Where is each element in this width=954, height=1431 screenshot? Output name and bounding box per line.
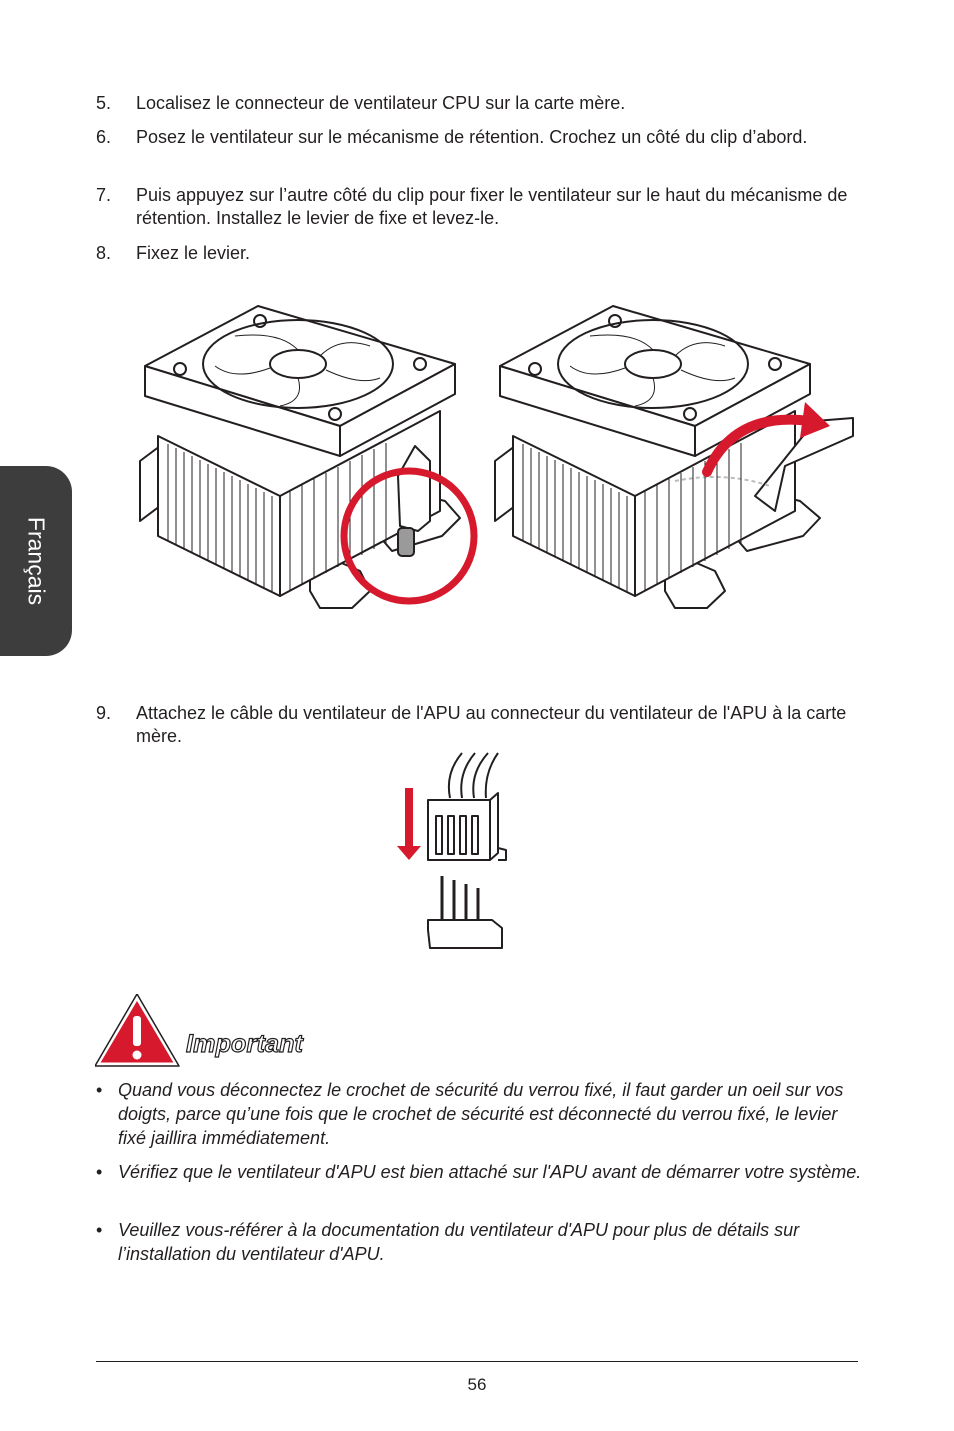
language-side-tab: Français — [0, 466, 72, 656]
important-bullet: • Quand vous déconnectez le crochet de s… — [96, 1078, 866, 1150]
step-text: Localisez le connecteur de ventilateur C… — [136, 93, 626, 113]
bullet-text: Vérifiez que le ventilateur d'APU est bi… — [118, 1162, 862, 1182]
cooler-illustration-lever-up — [494, 305, 854, 609]
bullet-text: Veuillez vous-référer à la documentation… — [118, 1220, 800, 1264]
step-number: 5. — [96, 93, 112, 113]
step-number: 7. — [96, 185, 112, 205]
page-number: 56 — [467, 1375, 487, 1394]
important-bullet: • Vérifiez que le ventilateur d'APU est … — [96, 1160, 866, 1184]
step-number: 9. — [96, 703, 112, 723]
important-heading: Important — [185, 1029, 304, 1058]
step-text: Fixez le levier. — [136, 243, 251, 263]
step-number: 8. — [96, 243, 112, 263]
step-6: 6. Posez le ventilateur sur le mécanisme… — [96, 126, 856, 149]
bullet-dot: • — [96, 1162, 103, 1182]
step-8: 8. Fixez le levier. — [96, 242, 856, 265]
side-tab-label: Français — [23, 516, 50, 606]
cooler-illustration-lever-down — [139, 305, 478, 609]
bullet-text: Quand vous déconnectez le crochet de séc… — [118, 1080, 844, 1148]
step-7: 7. Puis appuyez sur l’autre côté du clip… — [96, 184, 856, 230]
step-text: Attachez le câble du ventilateur de l'AP… — [136, 703, 847, 746]
footer-divider — [96, 1361, 858, 1362]
important-bullet: • Veuillez vous-référer à la documentati… — [96, 1218, 866, 1266]
bullet-dot: • — [96, 1220, 103, 1240]
step-5: 5. Localisez le connecteur de ventilateu… — [96, 92, 856, 115]
fan-connector-illustration — [397, 752, 507, 949]
bullet-dot: • — [96, 1080, 103, 1100]
step-number: 6. — [96, 127, 112, 147]
step-9: 9. Attachez le câble du ventilateur de l… — [96, 702, 856, 748]
step-text: Posez le ventilateur sur le mécanisme de… — [136, 127, 808, 147]
step-text: Puis appuyez sur l’autre côté du clip po… — [136, 185, 848, 228]
warning-triangle-icon — [95, 994, 180, 1067]
